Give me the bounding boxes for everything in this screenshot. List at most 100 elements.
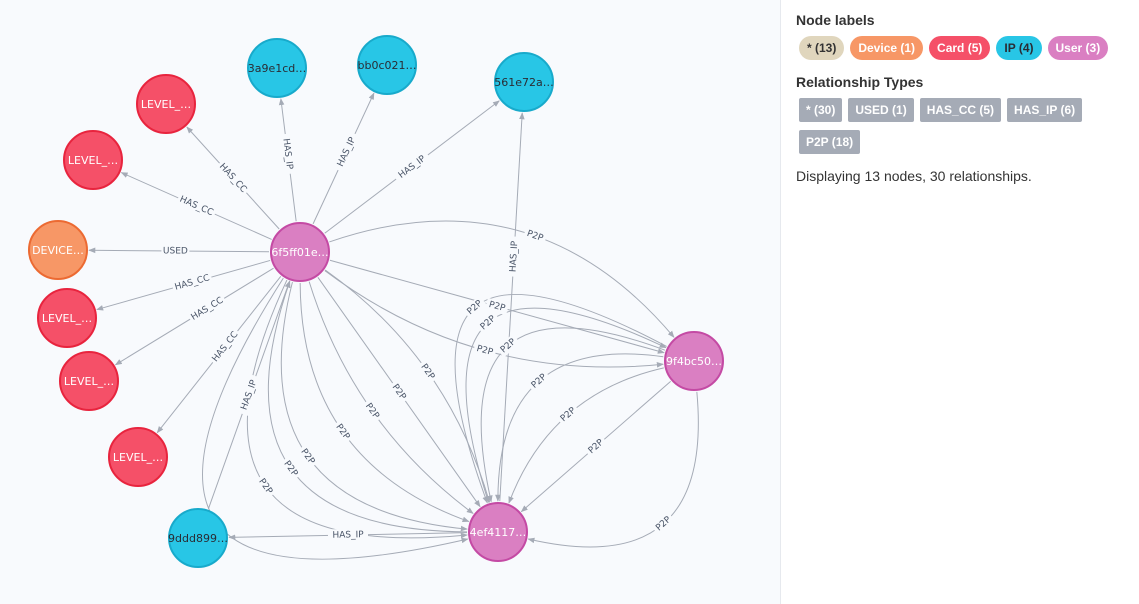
relationship-type-text: HAS_IP [397, 154, 428, 181]
relationship-label-bg [296, 444, 319, 469]
node-card[interactable]: LEVEL_… [136, 74, 196, 134]
relationship-label: USED [161, 244, 190, 258]
relationship-type-chip[interactable]: USED (1) [848, 98, 914, 122]
relationship-label-bg [279, 456, 302, 482]
edge-layer [88, 92, 699, 560]
relationship-type-text: HAS_CC [190, 296, 226, 323]
relationship-label-bg [651, 512, 676, 536]
node-card[interactable]: LEVEL_… [63, 130, 123, 190]
node-card[interactable]: LEVEL_… [59, 351, 119, 411]
relationship-label-bg [495, 334, 521, 358]
relationship-type-text: USED [163, 246, 188, 256]
relationship-type-chip[interactable]: HAS_IP (6) [1007, 98, 1083, 122]
relationship-type-chip[interactable]: * (30) [799, 98, 843, 122]
relationship-label: HAS_IP [236, 374, 262, 416]
relationship-p2p[interactable] [495, 353, 664, 502]
relationship-label-bg [254, 473, 277, 499]
relationship-label-bg [279, 133, 297, 175]
relationship-label-bg [583, 434, 609, 459]
node-caption: bb0c021… [357, 59, 416, 72]
relationship-type-text: HAS_CC [217, 162, 248, 195]
node-circle[interactable] [136, 74, 196, 134]
graph-summary: Displaying 13 nodes, 30 relationships. [796, 168, 1032, 184]
relationship-type-text: HAS_IP [240, 378, 260, 411]
edge-label-layer: HAS_CCHAS_CCUSEDHAS_CCHAS_CCHAS_CCHAS_IP… [161, 131, 676, 542]
relationship-type-text: HAS_IP [509, 240, 521, 272]
node-user[interactable]: 6f5ff01e… [270, 222, 330, 282]
legend-panel: Node labels * (13)Device (1)Card (5)IP (… [781, 0, 1139, 604]
node-label-chip[interactable]: IP (4) [996, 36, 1042, 60]
relationship-label-bg [416, 359, 439, 385]
node-circle[interactable] [247, 38, 307, 98]
relationship-label-bg [171, 271, 214, 294]
relationship-label: HAS_IP [332, 131, 361, 173]
relationship-type-text: P2P [475, 344, 494, 358]
relationship-label-bg [332, 131, 361, 173]
node-caption: 4ef4117… [470, 526, 527, 539]
node-ip[interactable]: 9ddd899… [168, 508, 228, 568]
node-circle[interactable] [468, 502, 528, 562]
relationship-p2p[interactable] [299, 282, 470, 523]
node-label-chip[interactable]: Device (1) [850, 36, 924, 60]
node-circle[interactable] [168, 508, 228, 568]
node-circle[interactable] [63, 130, 123, 190]
relationship-label-bg [236, 374, 262, 416]
node-circle[interactable] [37, 288, 97, 348]
relationship-label: P2P [583, 434, 609, 459]
relationship-type-text: HAS_IP [280, 138, 294, 171]
relationship-label-bg [331, 419, 355, 445]
relationship-p2p[interactable] [308, 281, 474, 514]
node-label-chip[interactable]: User (3) [1047, 36, 1109, 60]
relationship-label: HAS_CC [171, 271, 214, 294]
node-card[interactable]: LEVEL_… [108, 427, 168, 487]
relationship-p2p[interactable] [202, 277, 469, 560]
node-user[interactable]: 9f4bc50… [664, 331, 724, 391]
relationship-label-bg [327, 528, 369, 542]
relationship-label: P2P [475, 311, 501, 335]
node-label-chip[interactable]: * (13) [799, 36, 845, 60]
relationship-type-chip[interactable]: P2P (18) [799, 130, 861, 154]
relationship-type-text: HAS_CC [211, 330, 241, 364]
relationship-label: P2P [522, 226, 548, 246]
node-circle[interactable] [494, 52, 554, 112]
node-circle[interactable] [108, 427, 168, 487]
relationship-label: P2P [331, 419, 355, 445]
node-caption: 6f5ff01e… [271, 246, 328, 259]
relationship-label: HAS_CC [186, 293, 228, 325]
relationship-label: P2P [416, 359, 439, 385]
node-layer: 6f5ff01e… 9f4bc50… 4ef4117… 3a9e1cd… bb0c021… [28, 35, 724, 568]
relationship-label: P2P [462, 295, 487, 320]
node-circle[interactable] [270, 222, 330, 282]
node-caption: LEVEL_… [42, 312, 92, 325]
node-caption: LEVEL_… [68, 154, 118, 167]
node-ip[interactable]: 3a9e1cd… [247, 38, 307, 98]
node-ip[interactable]: 561e72a… [494, 52, 554, 112]
node-circle[interactable] [28, 220, 88, 280]
node-caption: 3a9e1cd… [248, 62, 307, 75]
relationship-label-bg [208, 327, 243, 367]
relationship-type-text: P2P [488, 300, 507, 314]
graph-svg[interactable]: HAS_CCHAS_CCUSEDHAS_CCHAS_CCHAS_CCHAS_IP… [0, 0, 780, 604]
node-circle[interactable] [59, 351, 119, 411]
node-caption: DEVICE… [32, 244, 84, 257]
node-card[interactable]: LEVEL_… [37, 288, 97, 348]
node-caption: 561e72a… [494, 76, 554, 89]
node-ip[interactable]: bb0c021… [357, 35, 417, 95]
relationship-p2p[interactable] [329, 220, 675, 338]
node-circle[interactable] [357, 35, 417, 95]
relationship-label-bg [215, 159, 251, 197]
relationship-label-bg [506, 236, 522, 277]
node-circle[interactable] [664, 331, 724, 391]
node-label-chip[interactable]: Card (5) [929, 36, 991, 60]
node-label-chips: * (13)Device (1)Card (5)IP (4)User (3) [796, 36, 1119, 60]
node-caption: 9f4bc50… [666, 355, 722, 368]
relationship-label: P2P [296, 444, 319, 469]
node-labels-heading: Node labels [796, 12, 875, 28]
node-device[interactable]: DEVICE… [28, 220, 88, 280]
node-user[interactable]: 4ef4117… [468, 502, 528, 562]
relationship-p2p[interactable] [324, 269, 491, 503]
relationship-label: HAS_IP [327, 528, 369, 542]
relationship-p2p[interactable] [527, 391, 699, 548]
relationship-type-chip[interactable]: HAS_CC (5) [919, 98, 1002, 122]
